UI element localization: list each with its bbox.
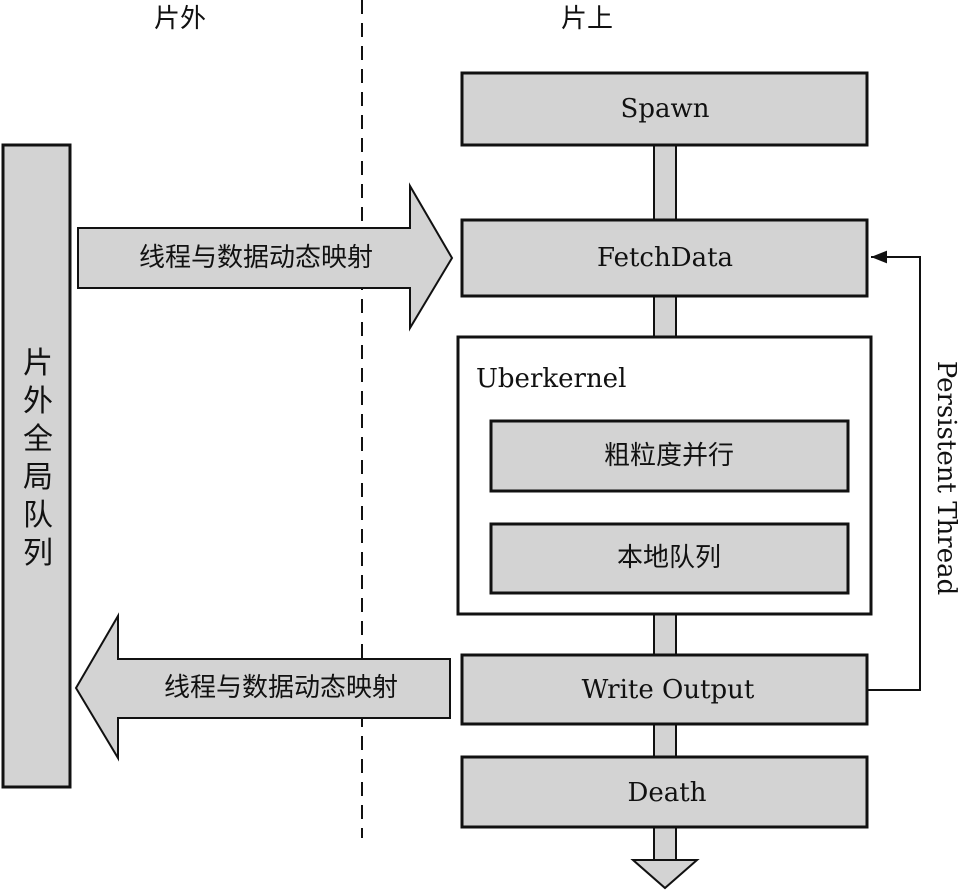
- off-chip-header: 片外: [153, 4, 207, 34]
- local-queue-label: 本地队列: [616, 543, 722, 573]
- mapping-out-arrow: [74, 612, 451, 762]
- fetchdata-label: FetchData: [596, 243, 734, 273]
- output-arrowhead: [630, 859, 700, 890]
- spawn-label: Spawn: [620, 94, 710, 124]
- fetchdata-box: [460, 218, 869, 298]
- death-label: Death: [627, 778, 707, 808]
- global-queue-label: 片 外 全 局 队 列: [23, 346, 53, 571]
- uberkernel-title: Uberkernel: [476, 364, 627, 394]
- mapping-in-arrow: [77, 182, 454, 332]
- on-chip-header: 片上: [560, 4, 614, 34]
- persistent-thread-loop: [867, 250, 921, 691]
- coarse-parallel-box: [489, 419, 850, 493]
- death-box: [460, 755, 869, 829]
- write-output-label: Write Output: [581, 675, 755, 705]
- spawn-box: [460, 71, 869, 147]
- local-queue-box: [489, 522, 850, 595]
- mapping-in-label: 线程与数据动态映射: [138, 243, 374, 273]
- mapping-out-label: 线程与数据动态映射: [163, 673, 399, 703]
- persistent-thread-label: Persistent Thread: [931, 360, 959, 596]
- global-queue-bar: [1, 143, 72, 789]
- coarse-parallel-label: 粗粒度并行: [603, 441, 735, 471]
